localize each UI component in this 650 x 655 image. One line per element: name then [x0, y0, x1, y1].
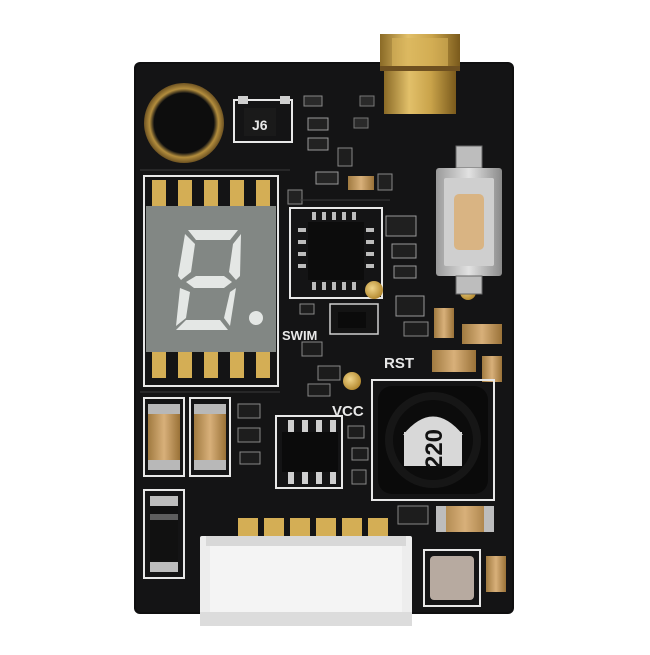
smd-components-left — [237, 403, 369, 485]
diode — [143, 489, 185, 579]
seven-segment-display — [143, 175, 279, 387]
inductor-marking: 220 — [421, 429, 448, 469]
digit-eight — [176, 230, 241, 330]
regulator-chip — [275, 415, 343, 489]
diode-silkscreen: J6 — [233, 96, 293, 143]
jst-connector — [200, 518, 412, 626]
diode-marking: J6 — [252, 117, 268, 133]
smd-components-bottom-right — [397, 505, 506, 607]
microphone — [144, 83, 224, 163]
capacitors-right — [432, 308, 502, 382]
mcu-chip — [289, 207, 383, 299]
antenna-connector — [380, 34, 460, 114]
vcc-label: VCC — [332, 403, 364, 420]
board-traces — [140, 169, 390, 393]
swim-label: SWIM — [282, 328, 317, 343]
decimal-point — [249, 311, 263, 325]
tantalum-capacitors — [143, 397, 231, 477]
rst-label: RST — [384, 355, 414, 372]
tactile-button — [436, 145, 502, 295]
smd-components-middle — [299, 215, 476, 397]
power-inductor: 220 — [371, 379, 495, 501]
smd-components-top — [287, 95, 393, 205]
